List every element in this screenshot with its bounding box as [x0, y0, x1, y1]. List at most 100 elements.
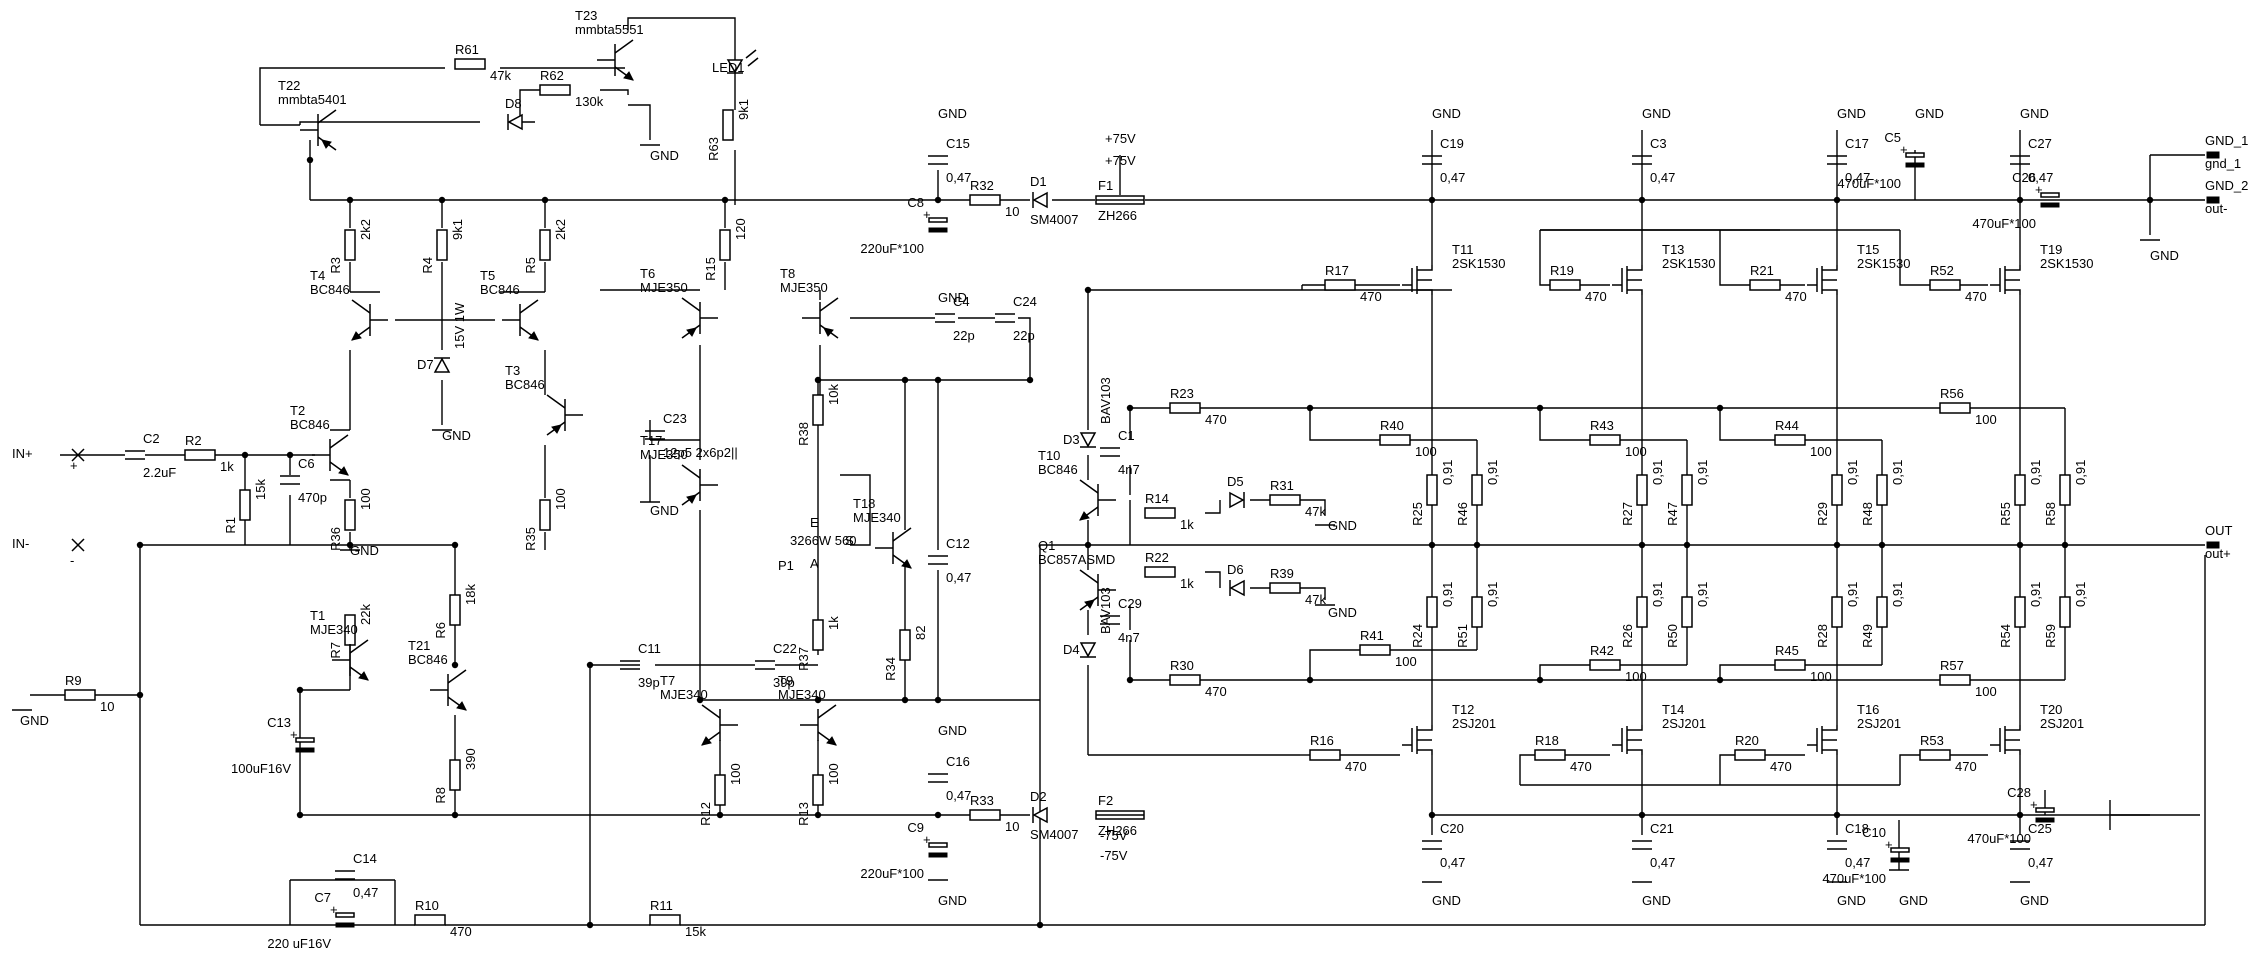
- resistor-value: 470: [1965, 289, 1987, 304]
- resistor-body: [454, 58, 486, 70]
- resistor-ref: R55: [1998, 502, 2013, 526]
- capacitor-ref: C19: [1440, 136, 1464, 151]
- resistor-ref: R6: [433, 622, 448, 639]
- junction-12: [136, 541, 144, 549]
- diode-body: [1032, 806, 1048, 824]
- transistor-ref: T5: [480, 268, 495, 283]
- junction-35: [2061, 541, 2069, 549]
- resistor-ref: R30: [1170, 658, 1194, 673]
- diode-ref: D4: [1063, 642, 1080, 657]
- resistor-body: [1681, 596, 1693, 628]
- capacitor-ref: C25: [2028, 821, 2052, 836]
- resistor-body: [1831, 596, 1843, 628]
- junction-16: [296, 686, 304, 694]
- resistor-value: 18k: [463, 584, 478, 605]
- resistor-ref: R35: [523, 527, 538, 551]
- resistor-body: [344, 499, 356, 531]
- resistor-ref: R18: [1535, 733, 1559, 748]
- capacitor-value: 0,47: [2028, 855, 2053, 870]
- diode-ref: D2: [1030, 789, 1047, 804]
- resistor-ref: R11: [650, 898, 673, 913]
- net-label-8: GND: [650, 503, 679, 518]
- resistor-value: 470: [1785, 289, 1807, 304]
- resistor-value: 100: [1395, 654, 1417, 669]
- junction-21: [934, 696, 942, 704]
- resistor-ref: R56: [1940, 386, 1964, 401]
- net-label-14: GND: [938, 723, 967, 738]
- resistor-ref: R7: [328, 642, 343, 659]
- net-label-18: GND: [1837, 893, 1866, 908]
- junction-26: [1084, 286, 1092, 294]
- net-label-13: GND: [938, 290, 967, 305]
- mosfet-drain: [1627, 725, 1643, 731]
- mosfet-source: [2005, 749, 2021, 755]
- capacitor-value: 39p: [638, 675, 660, 690]
- resistor-value: 0,91: [2028, 582, 2043, 607]
- transistor-type: BC846: [310, 282, 350, 297]
- resistor-body: [1929, 279, 1961, 291]
- emitter-arrow: [1079, 511, 1090, 521]
- resistor-value: 100: [1625, 669, 1647, 684]
- capacitor-plate: [2035, 817, 2055, 823]
- resistor-body: [722, 109, 734, 141]
- resistor-body: [1324, 279, 1356, 291]
- mosfet-type: 2SK1530: [1662, 256, 1716, 271]
- diode-type: SM4007: [1030, 827, 1078, 842]
- emitter-arrow: [338, 466, 349, 476]
- net-label-1: GND: [1432, 106, 1461, 121]
- net-label-20: GND: [2020, 893, 2049, 908]
- capacitor-value: 4n7: [1118, 630, 1140, 645]
- capacitor-plate: [2040, 202, 2060, 208]
- diode-d6: D6: [1227, 562, 1245, 597]
- mosfet-type: 2SK1530: [2040, 256, 2094, 271]
- resistor-value: 0,91: [1890, 582, 1905, 607]
- junction-45: [2016, 811, 2024, 819]
- transistor-type: BC857ASMD: [1038, 552, 1115, 567]
- resistor-body: [2014, 474, 2026, 506]
- diode-body: [1032, 191, 1048, 209]
- resistor-body: [436, 229, 448, 261]
- capacitor-ref: C7: [314, 890, 331, 905]
- capacitor-ref: C24: [1013, 294, 1037, 309]
- mosfet-source: [1822, 289, 1838, 295]
- emitter-arrow: [623, 71, 634, 81]
- capacitor-value: 220uF*100: [860, 866, 924, 881]
- resistor-value: 100: [1415, 444, 1437, 459]
- emitter-arrow: [686, 327, 697, 337]
- diode-ref: D8: [505, 96, 522, 111]
- wire-158: [1719, 408, 1775, 441]
- capacitor-ref: C6: [298, 456, 315, 471]
- resistor-ref: R43: [1590, 418, 1614, 433]
- transistor-collector: [1079, 479, 1099, 494]
- junction-9: [2146, 196, 2154, 204]
- resistor-value: 0,91: [2028, 460, 2043, 485]
- resistor-value: 0,91: [1695, 460, 1710, 485]
- net-label-5: GND: [1915, 106, 1944, 121]
- transistor-type: BC846: [480, 282, 520, 297]
- mosfet-source: [1627, 749, 1643, 755]
- capacitor-value: 39p: [773, 675, 795, 690]
- wire-192: [1519, 754, 1535, 785]
- mosfet-type: 2SJ201: [1857, 716, 1901, 731]
- resistor-value: 100: [1810, 444, 1832, 459]
- capacitor-value: 100uF16V: [231, 761, 291, 776]
- capacitor-ref: C15: [946, 136, 970, 151]
- led-ray: [745, 49, 757, 59]
- resistor-body: [1534, 749, 1566, 761]
- capacitor-value: 0,47: [1650, 170, 1675, 185]
- resistor-ref: R39: [1270, 566, 1294, 581]
